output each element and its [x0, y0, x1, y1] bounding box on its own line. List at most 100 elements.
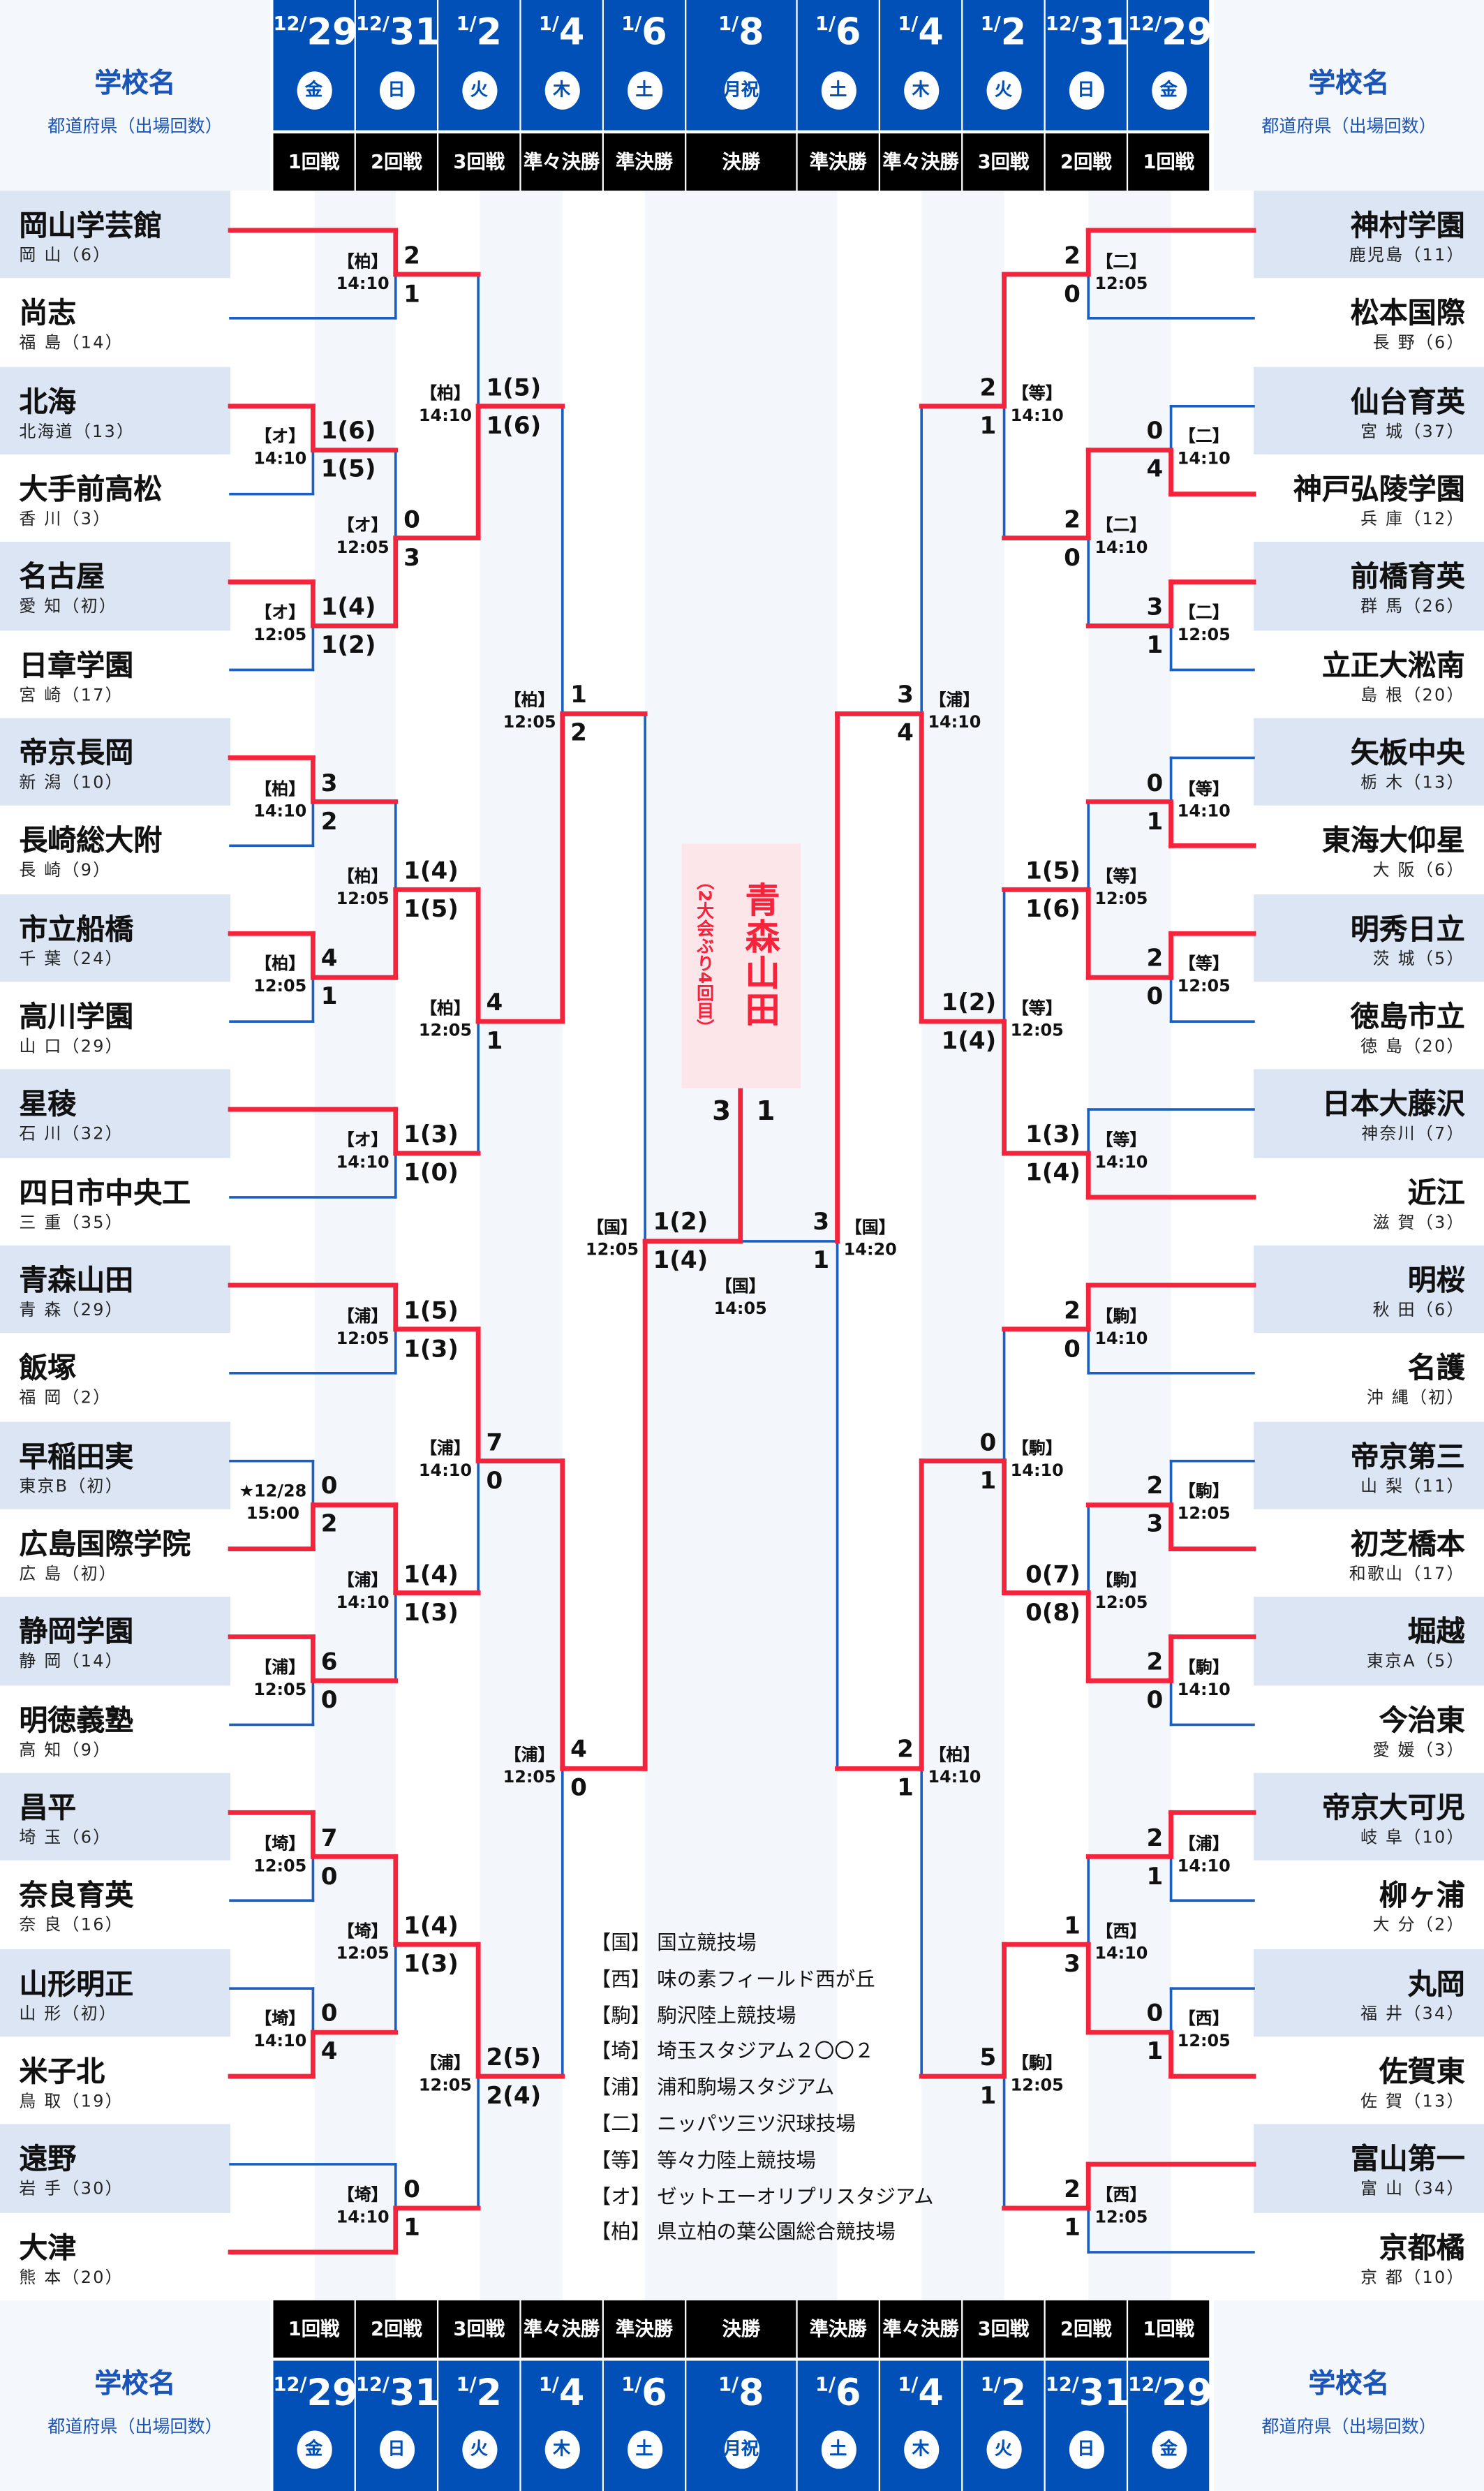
team-row[interactable]: 松本国際長 野（6） [1254, 279, 1484, 367]
team-prefecture: 富 山（34） [1360, 2180, 1465, 2200]
score-bottom: 1 [979, 411, 997, 440]
team-row[interactable]: 日章学園宮 崎（17） [0, 630, 230, 718]
team-row[interactable]: 柳ヶ浦大 分（2） [1254, 1861, 1484, 1949]
score-top: 1(2) [653, 1208, 708, 1237]
team-name: 神戸弘陵学園 [1293, 473, 1465, 507]
team-row[interactable]: 佐賀東佐 賀（13） [1254, 2037, 1484, 2124]
team-prefecture: 青 森（29） [19, 1301, 124, 1320]
team-row[interactable]: 富山第一富 山（34） [1253, 2124, 1484, 2212]
team-row[interactable]: 青森山田青 森（29） [0, 1245, 231, 1333]
team-row[interactable]: 市立船橋千 葉（24） [0, 894, 231, 982]
kickoff-time: 15:00 [246, 1505, 299, 1524]
team-name: 名護 [1407, 1352, 1465, 1386]
kickoff-time: 12:05 [503, 1768, 556, 1788]
team-row[interactable]: 昌平埼 玉（6） [0, 1773, 231, 1861]
team-row[interactable]: 名護沖 縄（初） [1254, 1333, 1484, 1421]
team-name: 今治東 [1379, 1703, 1465, 1738]
venue-code: 【浦】 [255, 1658, 306, 1678]
team-row[interactable]: 北海北海道（13） [0, 366, 231, 454]
team-row[interactable]: 神村学園鹿児島（11） [1253, 191, 1484, 279]
team-prefecture: 長 崎（9） [19, 862, 112, 881]
weekday-badge: 土 [626, 71, 662, 110]
score-bottom: 2 [570, 718, 587, 748]
column-stripe [480, 191, 563, 2300]
team-row[interactable]: 明徳義塾高 知（9） [0, 1685, 230, 1773]
team-name: 帝京長岡 [19, 737, 134, 771]
kickoff-time: 14:10 [336, 1153, 389, 1173]
team-row[interactable]: 立正大淞南島 根（20） [1254, 630, 1484, 718]
team-row[interactable]: 丸岡福 井（34） [1253, 1949, 1484, 2037]
score-top: 1(5) [403, 1296, 459, 1324]
match-venue-time: 【等】12:05 [1011, 998, 1064, 1042]
team-row[interactable]: 明秀日立茨 城（5） [1253, 894, 1484, 982]
team-row[interactable]: 山形明正山 形（初） [0, 1949, 231, 2037]
legend-name: 駒沢陸上競技場 [657, 2002, 796, 2027]
team-row[interactable]: 長崎総大附長 崎（9） [0, 806, 230, 894]
match-venue-time: 【二】14:10 [1095, 514, 1148, 559]
team-row[interactable]: 岡山学芸館岡 山（6） [0, 191, 231, 279]
team-row[interactable]: 矢板中央栃 木（13） [1253, 718, 1484, 806]
team-name: 大津 [19, 2231, 77, 2265]
match-venue-time: 【オ】14:10 [253, 427, 306, 471]
team-name: 昌平 [19, 1791, 77, 1826]
team-row[interactable]: 四日市中央工三 重（35） [0, 1158, 230, 1246]
kickoff-time: 12:05 [253, 626, 307, 645]
team-row[interactable]: 仙台育英宮 城（37） [1253, 366, 1484, 454]
team-row[interactable]: 高川学園山 口（29） [0, 982, 230, 1070]
venue-code: 【国】 [845, 1219, 896, 1239]
team-prefecture: 栃 木（13） [1360, 774, 1465, 793]
team-row[interactable]: 明桜秋 田（6） [1253, 1245, 1484, 1333]
date-month: 1/ [898, 2373, 919, 2396]
team-row[interactable]: 日本大藤沢神奈川（7） [1253, 1070, 1484, 1158]
team-row[interactable]: 奈良育英奈 良（16） [0, 1861, 230, 1949]
team-row[interactable]: 東海大仰星大 阪（6） [1254, 806, 1484, 894]
score-bottom: 1 [1064, 2212, 1081, 2242]
match-venue-time: 【駒】14:10 [1178, 1657, 1231, 1701]
score-bottom: 4 [320, 2037, 338, 2066]
kickoff-time: 12:05 [1095, 1592, 1148, 1612]
venue-code: 【駒】 [1096, 1306, 1147, 1326]
score-bottom: 1 [1146, 1861, 1164, 1891]
score-bottom: 1(5) [320, 454, 376, 484]
team-prefecture: 兵 庫（12） [1360, 510, 1465, 529]
team-row[interactable]: 広島国際学院広 島（初） [0, 1509, 230, 1597]
team-row[interactable]: 名古屋愛 知（初） [0, 542, 231, 630]
team-name: 岡山学芸館 [19, 209, 163, 244]
team-row[interactable]: 帝京大可児岐 阜（10） [1253, 1773, 1484, 1861]
team-row[interactable]: 大津熊 本（20） [0, 2212, 230, 2300]
team-row[interactable]: 初芝橋本和歌山（17） [1254, 1509, 1484, 1597]
team-row[interactable]: 静岡学園静 岡（14） [0, 1597, 231, 1685]
legend-item: 【等】等々力陸上競技場 [591, 2143, 934, 2179]
team-row[interactable]: 大手前高松香 川（3） [0, 454, 230, 542]
team-row[interactable]: 今治東愛 媛（3） [1254, 1685, 1484, 1773]
team-row[interactable]: 星稜石 川（32） [0, 1070, 231, 1158]
team-row[interactable]: 遠野岩 手（30） [0, 2124, 231, 2212]
team-row[interactable]: 近江滋 賀（3） [1254, 1158, 1484, 1246]
legend-item: 【埼】埼玉スタジアム２〇〇２ [591, 2034, 934, 2071]
match-date: 1/2 [438, 2374, 519, 2415]
team-row[interactable]: 飯塚福 岡（2） [0, 1333, 230, 1421]
legend-code: 【国】 [591, 1930, 651, 1954]
team-row[interactable]: 徳島市立徳 島（20） [1254, 982, 1484, 1070]
team-prefecture: 宮 崎（17） [19, 686, 124, 705]
team-row[interactable]: 尚志福 島（14） [0, 279, 230, 367]
team-row[interactable]: 神戸弘陵学園兵 庫（12） [1254, 454, 1484, 542]
match-date: 1/4 [880, 13, 961, 54]
weekday-badge: 木 [903, 2430, 939, 2469]
school-sublabel: 都道府県（出場回数） [1261, 2416, 1437, 2437]
match-venue-time: 【駒】12:05 [1095, 1569, 1148, 1613]
team-row[interactable]: 帝京第三山 梨（11） [1253, 1421, 1484, 1509]
team-name: 飯塚 [19, 1352, 77, 1386]
team-row[interactable]: 堀越東京A（5） [1253, 1597, 1484, 1685]
team-row[interactable]: 帝京長岡新 潟（10） [0, 718, 231, 806]
kickoff-time: 14:10 [253, 801, 307, 821]
school-sublabel: 都道府県（出場回数） [47, 116, 223, 137]
score-bottom: 1(6) [486, 411, 542, 440]
team-prefecture: 愛 媛（3） [1372, 1740, 1465, 1760]
date-day: 29 [306, 2373, 358, 2415]
team-row[interactable]: 早稲田実東京B（初） [0, 1421, 231, 1509]
team-row[interactable]: 前橋育英群 馬（26） [1253, 542, 1484, 630]
team-row[interactable]: 米子北鳥 取（19） [0, 2037, 230, 2124]
team-row[interactable]: 京都橘京 都（10） [1254, 2212, 1484, 2300]
